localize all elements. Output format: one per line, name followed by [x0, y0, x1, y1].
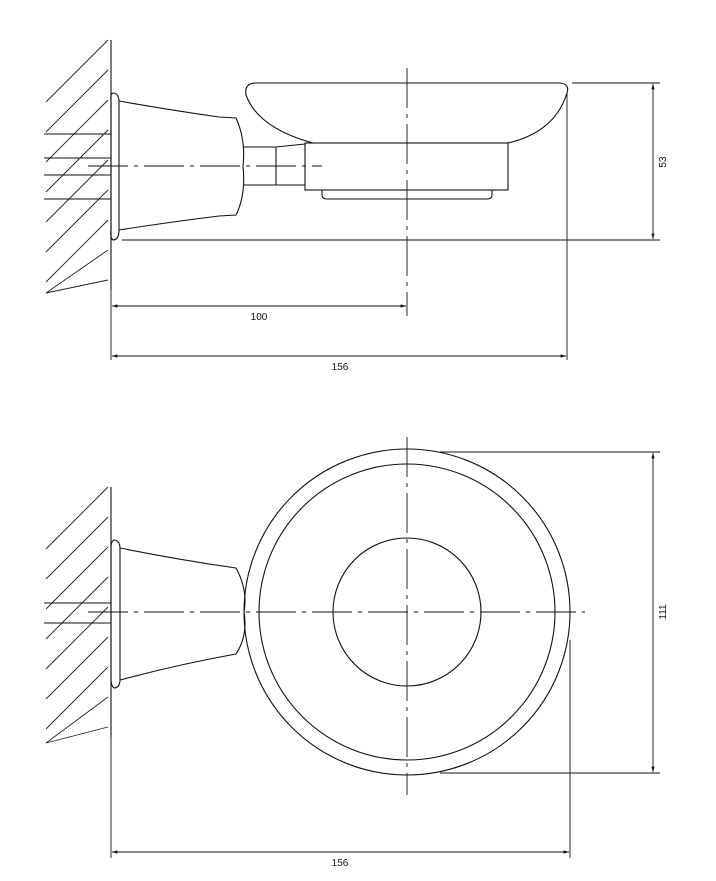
soap-dish: [245, 82, 569, 144]
hatch-line: [45, 129, 109, 193]
wall-flange: [110, 539, 121, 689]
dimension-height-label: 53: [658, 156, 669, 168]
side-view: 53 100 156: [44, 39, 669, 373]
wall-hatching: [45, 39, 109, 294]
hatch-line: [45, 249, 109, 294]
hatch-line: [45, 726, 109, 744]
dimension-projection-label: 156: [332, 858, 349, 869]
hatch-line: [45, 696, 109, 744]
hatch-line: [45, 189, 109, 253]
hatch-line: [45, 219, 109, 283]
wall-pipes: [44, 602, 111, 624]
hatch-line: [45, 576, 109, 640]
mount-body: [119, 547, 246, 681]
dimension-lines: [110, 82, 660, 360]
hatch-line: [45, 486, 109, 550]
dimension-lines: [110, 451, 660, 858]
hatch-line: [45, 636, 109, 700]
wall-pipes: [44, 133, 111, 200]
neck: [243, 143, 306, 186]
hatch-line: [45, 39, 109, 103]
top-view: 111 156: [44, 437, 669, 869]
hatch-line: [45, 546, 109, 610]
hatch-line: [45, 666, 109, 730]
dimension-projection-label: 156: [332, 362, 349, 373]
hatch-line: [45, 69, 109, 133]
hatch-line: [45, 279, 109, 294]
wall-flange: [110, 92, 120, 241]
hatch-line: [45, 99, 109, 163]
dimension-diameter-label: 111: [658, 604, 669, 620]
dish-bracket: [304, 142, 509, 191]
mount-body: [118, 100, 245, 231]
hatch-line: [45, 606, 109, 670]
wall-hatching: [45, 486, 109, 744]
hatch-line: [45, 159, 109, 223]
hatch-line: [45, 516, 109, 580]
dimension-center-distance-label: 100: [251, 312, 268, 323]
